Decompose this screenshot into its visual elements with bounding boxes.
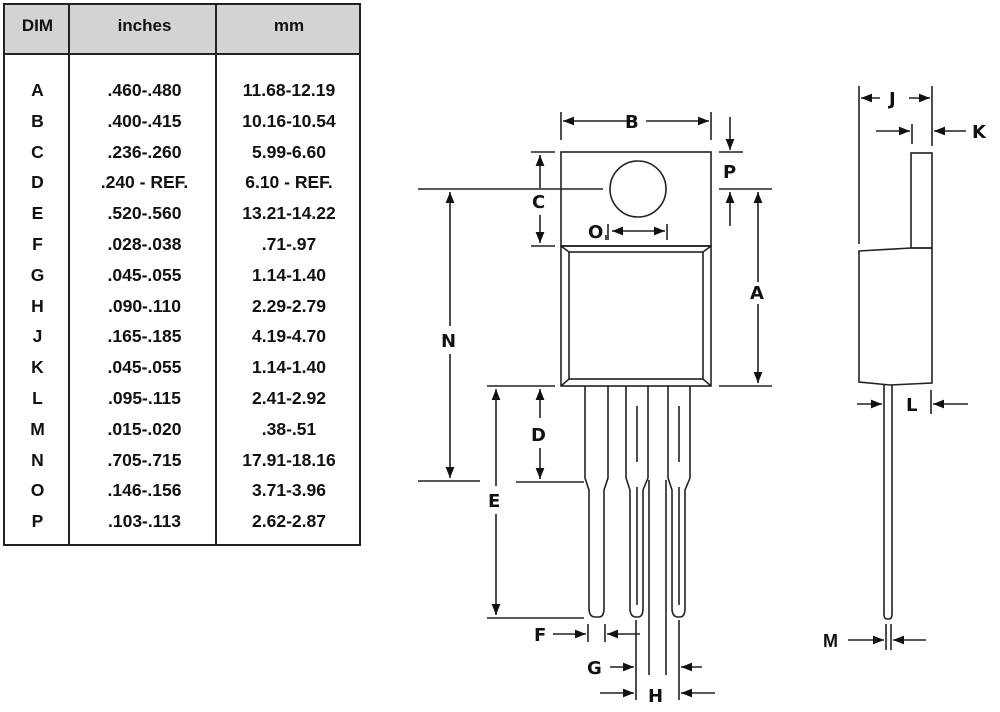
label-d: D — [531, 425, 546, 446]
cell-dim: A — [31, 80, 44, 100]
package-body — [560, 245, 712, 387]
side-view — [848, 86, 968, 650]
cell-inches: .095-.115 — [108, 387, 181, 408]
table-body: A .460-.480 11.68-12.19 B .400-.415 10.16-10… — [5, 75, 359, 537]
lead-pin-3 — [667, 386, 691, 618]
cell-dim: E — [31, 203, 44, 224]
cell-dim: P — [31, 511, 44, 532]
side-lead — [883, 385, 893, 620]
cell-dim: H — [31, 295, 44, 316]
cell-inches: .240 - REF. — [100, 172, 189, 193]
side-view-labels: J K L M — [823, 89, 987, 651]
cell-inches: .705-.715 — [107, 449, 182, 470]
table-row: N .705-.715 17.91-18.16 — [5, 445, 359, 476]
cell-mm: 11.68-12.19 — [242, 80, 336, 100]
label-l: L — [906, 395, 917, 416]
cell-mm: 6.10 - REF. — [245, 172, 333, 193]
table-row: B .400-.415 10.16-10.54 — [5, 106, 359, 137]
table-row: J .165-.185 4.19-4.70 — [5, 321, 359, 352]
label-f: F — [534, 625, 546, 646]
cell-dim: G — [30, 264, 45, 285]
label-k: K — [972, 122, 987, 143]
cell-inches: .103-.113 — [108, 511, 181, 532]
cell-mm: 1.14-1.40 — [252, 357, 326, 378]
cell-mm: .71-.97 — [261, 233, 317, 254]
cell-mm: 13.21-14.22 — [242, 203, 336, 224]
cell-inches: .400-.415 — [107, 110, 182, 131]
cell-mm: 4.19-4.70 — [252, 326, 326, 347]
cell-dim: C — [31, 141, 44, 162]
header-inches: inches — [117, 16, 172, 35]
label-p: P — [723, 162, 736, 183]
cell-inches: .015-.020 — [107, 418, 182, 439]
label-m: M — [823, 631, 838, 651]
cell-inches: .165-.185 — [107, 326, 182, 347]
table-row: D .240 - REF. 6.10 - REF. — [5, 167, 359, 198]
cell-inches: .090-.110 — [108, 295, 181, 316]
cell-inches: .520-.560 — [107, 203, 182, 224]
cell-dim: J — [32, 326, 43, 347]
label-n: N — [441, 331, 456, 352]
label-c: C — [532, 192, 545, 213]
lead-pin-1 — [584, 386, 609, 618]
table-row: P .103-.113 2.62-2.87 — [5, 506, 359, 537]
cell-inches: .045-.055 — [107, 264, 182, 285]
cell-dim: O — [30, 480, 45, 501]
cell-mm: 2.41-2.92 — [252, 387, 326, 408]
cell-mm: 2.29-2.79 — [252, 295, 326, 316]
cell-mm: 2.62-2.87 — [252, 511, 326, 532]
cell-mm: 17.91-18.16 — [242, 449, 336, 470]
cell-mm: 3.71-3.96 — [252, 480, 326, 501]
cell-dim: K — [31, 357, 44, 378]
cell-dim: L — [32, 387, 43, 408]
dimension-table: DIM inches mm A .460-.480 11.68-12.19 B .40… — [3, 3, 361, 546]
table-row: E .520-.560 13.21-14.22 — [5, 198, 359, 229]
front-view-labels: B C P O A N D E F G H — [441, 112, 764, 707]
cell-mm: 1.14-1.40 — [252, 264, 326, 285]
column-divider — [215, 5, 217, 544]
table-row: C .236-.260 5.99-6.60 — [5, 137, 359, 168]
table-row: M .015-.020 .38-.51 — [5, 414, 359, 445]
cell-inches: .045-.055 — [107, 357, 182, 378]
front-view — [418, 112, 772, 700]
label-g: G — [587, 658, 602, 679]
mounting-hole-icon — [609, 160, 667, 218]
table-row: A .460-.480 11.68-12.19 — [5, 75, 359, 106]
header-mm: mm — [273, 16, 305, 35]
cell-dim: B — [31, 110, 44, 131]
table-row: O .146-.156 3.71-3.96 — [5, 475, 359, 506]
table-row: H .090-.110 2.29-2.79 — [5, 291, 359, 322]
side-body — [858, 247, 933, 386]
label-a: A — [750, 283, 764, 304]
table-header — [5, 5, 359, 55]
mounting-tab — [560, 151, 712, 247]
cell-inches: .028-.038 — [107, 233, 182, 254]
table-row: F .028-.038 .71-.97 — [5, 229, 359, 260]
package-body-inner — [568, 251, 704, 380]
table-row: L .095-.115 2.41-2.92 — [5, 383, 359, 414]
label-b: B — [625, 112, 639, 133]
cell-inches: .236-.260 — [107, 141, 182, 162]
cell-dim: N — [31, 449, 44, 470]
column-divider — [68, 5, 70, 544]
lead-pin-2 — [625, 386, 649, 618]
cell-dim: D — [31, 172, 44, 193]
label-j: J — [887, 89, 896, 110]
label-o: O — [588, 222, 603, 243]
label-e: E — [488, 491, 500, 512]
side-tab — [910, 152, 933, 249]
cell-mm: 5.99-6.60 — [252, 141, 326, 162]
table-row: K .045-.055 1.14-1.40 — [5, 352, 359, 383]
label-h: H — [648, 686, 663, 707]
cell-inches: .460-.480 — [107, 80, 182, 100]
cell-inches: .146-.156 — [107, 480, 182, 501]
cell-dim: F — [32, 233, 43, 254]
cell-mm: .38-.51 — [261, 418, 317, 439]
header-dim: DIM — [21, 16, 54, 35]
cell-mm: 10.16-10.54 — [242, 110, 336, 131]
table-row: G .045-.055 1.14-1.40 — [5, 260, 359, 291]
cell-dim: M — [30, 418, 45, 439]
